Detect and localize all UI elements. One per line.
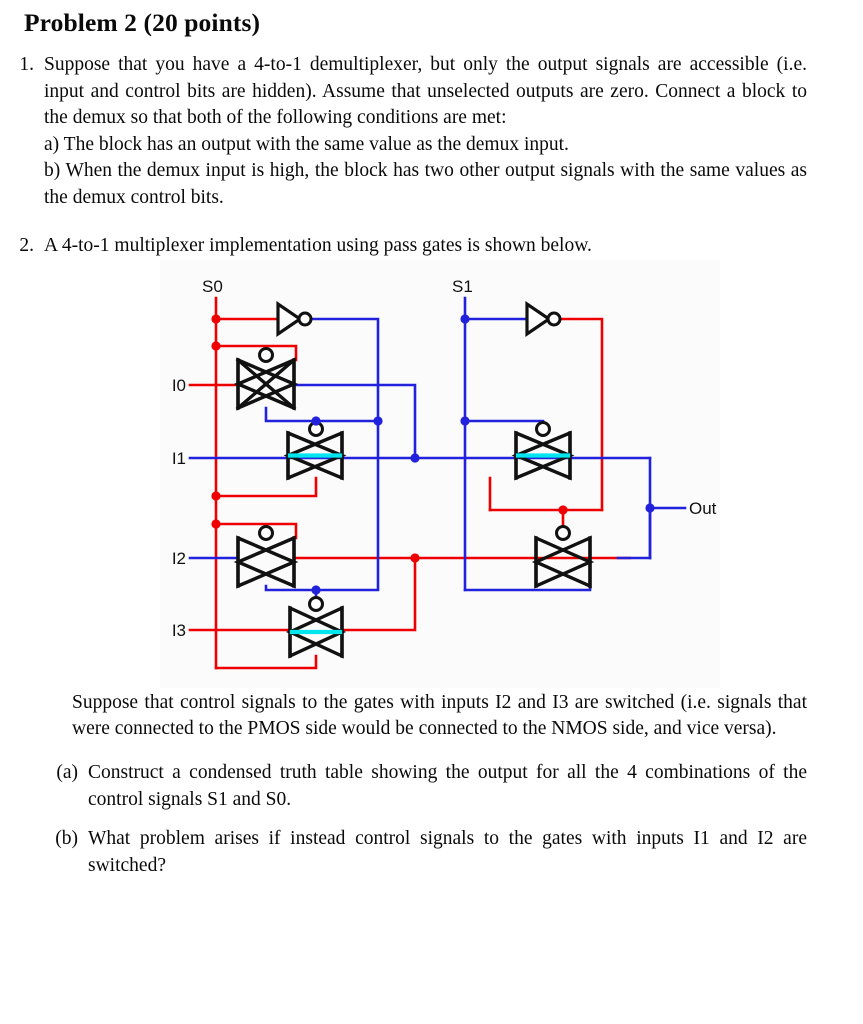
wire-i3-out-up [340,556,417,631]
pass-gate-i3 [285,595,347,659]
problem-1-condition-a: a) The block has an output with the same… [44,133,569,155]
junction-s1-b [460,415,470,426]
junction-s0-a [211,313,221,324]
junction-s0-d [211,518,221,529]
pass-gate-stage2-lower [531,524,595,589]
figure-background [160,259,720,688]
wire-s0-to-i3-nmos [214,654,318,669]
problem-1-condition-b: b) When the demux input is high, the blo… [44,160,807,208]
junction-s0bar-b [373,415,383,426]
problem-item-1: 1. Suppose that you have a 4-to-1 demult… [0,52,863,211]
problem-1-paragraph: Suppose that you have a 4-to-1 demultipl… [44,54,807,128]
wire-i0-nmos-to-s0bar [264,406,380,422]
subquestion-list: (a) Construct a condensed truth table sh… [0,759,863,879]
pass-gate-i1 [283,420,347,481]
label-out: Out [689,499,717,518]
problem-2-marker: 2. [19,235,34,256]
junction-s0-b [211,340,221,351]
mux-circuit-figure: S0 S1 I0 I1 I2 I3 Out [0,259,863,690]
subquestion-b-text: What problem arises if instead control s… [88,827,807,876]
wire-s1bar-down [553,317,604,511]
label-i3: I3 [172,621,186,640]
wire-i0-out-down [292,383,417,459]
problem-item-2: 2. A 4-to-1 multiplexer implementation u… [0,233,863,260]
wire-i2-nmos-to-s0bar [264,419,380,591]
junction-dots [211,313,655,595]
junction-s0-c [211,490,221,501]
junction-s1-a [460,313,470,324]
junction-s0bar-c [311,584,321,595]
subquestion-b: (b) What problem arises if instead contr… [0,825,863,879]
label-s1: S1 [452,277,473,296]
after-figure-paragraph: Suppose that control signals to the gate… [72,691,807,740]
junction-i3-out [410,552,420,563]
pmos-bubble-i3 [308,595,324,612]
inverter-s1 [525,300,562,337]
problem-2-paragraph: A 4-to-1 multiplexer implementation usin… [44,235,592,256]
problem-1-body: Suppose that you have a 4-to-1 demultipl… [44,52,807,211]
label-i2: I2 [172,549,186,568]
wire-s0-to-i1-nmos [214,476,318,497]
after-figure-paragraph-block: Suppose that control signals to the gate… [0,690,863,743]
wire-s0-to-i0-pmos [214,344,298,361]
wire-s0-to-i2-pmos [214,522,298,539]
junction-i0-out [410,452,420,463]
pass-gate-i2 [233,524,299,589]
pass-gate-stage2-upper [511,420,575,481]
pass-gate-i0 [233,346,299,411]
subquestion-a: (a) Construct a condensed truth table sh… [0,759,863,813]
label-i1: I1 [172,449,186,468]
junction-out [645,502,655,513]
problem-2-body: A 4-to-1 multiplexer implementation usin… [44,233,807,260]
junction-s0bar-a [311,415,321,426]
problem-list: 1. Suppose that you have a 4-to-1 demult… [0,52,863,260]
wire-s0bar-down [303,317,380,422]
inverter-s0 [276,300,313,337]
subquestion-a-marker: (a) [56,761,78,783]
subquestion-a-text: Construct a condensed truth table showin… [88,761,807,810]
label-i0: I0 [172,376,186,395]
problem-1-marker: 1. [19,54,34,75]
pmos-bubble-stage2-lower [555,524,571,541]
label-s0: S0 [202,277,223,296]
page-title: Problem 2 (20 points) [24,8,261,37]
pmos-bubble-i2 [258,524,274,541]
inverter-bubble-s1 [546,311,562,326]
mux-circuit-svg: S0 S1 I0 I1 I2 I3 Out [160,259,720,688]
subquestion-b-marker: (b) [55,827,78,849]
junction-s1bar [558,504,568,515]
pmos-bubble-i0 [258,346,274,363]
pmos-bubble-stage2-upper [535,420,551,437]
inverter-bubble-s0 [297,311,313,326]
